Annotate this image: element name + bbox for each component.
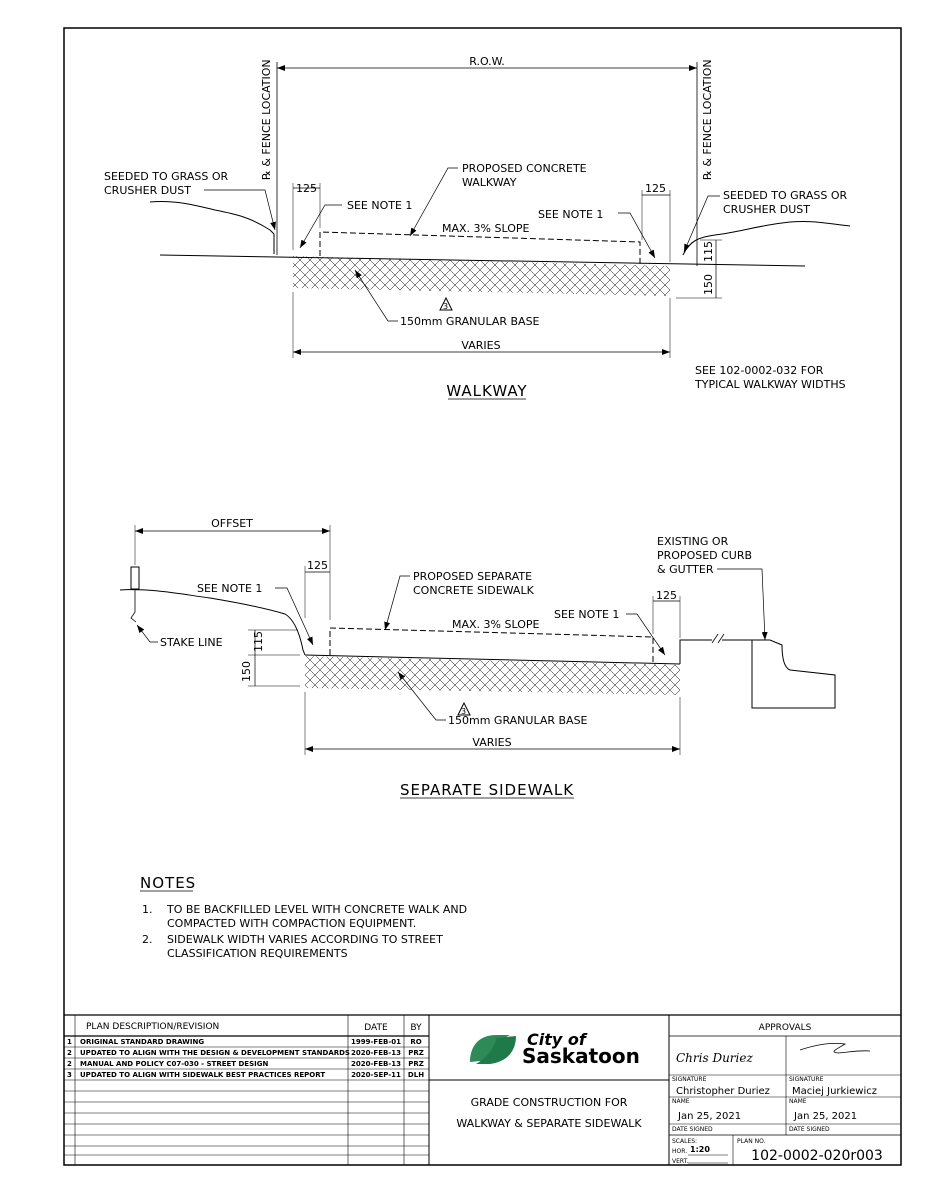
dim-115-sidewalk: 115: [252, 631, 265, 652]
offset-label: OFFSET: [211, 517, 253, 530]
dim-115: 115: [702, 241, 715, 262]
dim-150-sidewalk: 150: [240, 661, 253, 682]
row-label: R.O.W.: [469, 55, 505, 68]
drawing-title-2: WALKWAY & SEPARATE SIDEWALK: [456, 1117, 642, 1130]
note-1-num: 1.: [142, 903, 153, 916]
stake-line-label: STAKE LINE: [160, 636, 223, 649]
dim-125-right: 125: [645, 182, 666, 195]
revision-by: PRZ: [408, 1060, 424, 1068]
seeded-right-2: CRUSHER DUST: [723, 203, 810, 216]
notes-section: NOTES 1. TO BE BACKFILLED LEVEL WITH CON…: [140, 874, 467, 960]
lbl-scales: SCALES:: [672, 1138, 697, 1145]
revision-desc: MANUAL AND POLICY C07-030 - STREET DESIG…: [80, 1060, 268, 1068]
name-1: Christopher Duriez: [676, 1086, 770, 1097]
rev-tag-sidewalk: 3: [461, 707, 466, 716]
lbl-name-2: NAME: [789, 1098, 807, 1105]
sidewalk-section: OFFSET STAKE LINE 125 SEE NOTE 1 PROPOSE…: [119, 517, 836, 799]
revision-no: 2: [67, 1060, 72, 1068]
note-2-num: 2.: [142, 933, 153, 946]
approvals-header: APPROVALS: [759, 1023, 812, 1033]
revision-desc: UPDATED TO ALIGN WITH SIDEWALK BEST PRAC…: [80, 1071, 325, 1079]
sidewalk-title: SEPARATE SIDEWALK: [400, 781, 574, 799]
rev-header-by: BY: [410, 1023, 422, 1033]
max-slope-sidewalk: MAX. 3% SLOPE: [452, 618, 540, 631]
rev-header-desc: PLAN DESCRIPTION/REVISION: [86, 1022, 219, 1032]
fence-label-left: ℞ & FENCE LOCATION: [260, 59, 273, 180]
varies-walkway: VARIES: [461, 339, 500, 352]
revision-rows: 1 ORIGINAL STANDARD DRAWING 1999-FEB-01 RO 2…: [67, 1038, 424, 1079]
revision-no: 3: [67, 1071, 72, 1079]
curb-label-3: & GUTTER: [657, 563, 714, 576]
proposed-walkway-1: PROPOSED CONCRETE: [462, 162, 587, 175]
title-block: PLAN DESCRIPTION/REVISION DATE BY 1 ORIGI…: [64, 1014, 901, 1165]
date-1: Jan 25, 2021: [677, 1111, 741, 1122]
revision-by: PRZ: [408, 1049, 424, 1057]
rev-header-date: DATE: [364, 1023, 388, 1033]
date-2: Jan 25, 2021: [793, 1111, 857, 1122]
see-ref-2: TYPICAL WALKWAY WIDTHS: [694, 378, 846, 391]
lbl-signature-2: SIGNATURE: [789, 1076, 824, 1083]
signature-2-mark: [799, 1042, 871, 1054]
city-logo: [470, 1035, 516, 1064]
lbl-vert: VERT.: [672, 1158, 689, 1165]
fence-label-right: ℞ & FENCE LOCATION: [701, 59, 714, 180]
note-1-line-2: COMPACTED WITH COMPACTION EQUIPMENT.: [167, 917, 416, 930]
see-note-left: SEE NOTE 1: [347, 199, 412, 212]
see-ref-1: SEE 102-0002-032 FOR: [695, 364, 824, 377]
lbl-signature-1: SIGNATURE: [672, 1076, 707, 1083]
proposed-sidewalk-1: PROPOSED SEPARATE: [413, 570, 532, 583]
proposed-walkway-2: WALKWAY: [462, 176, 517, 189]
see-note-right: SEE NOTE 1: [538, 208, 603, 221]
dim-125-right-sidewalk: 125: [656, 589, 677, 602]
revision-date: 1999-FEB-01: [351, 1038, 401, 1046]
lbl-plan-no: PLAN NO.: [737, 1138, 766, 1145]
sheet-border: [63, 27, 902, 1166]
logo-top: City of: [527, 1030, 588, 1049]
revision-date: 2020-FEB-13: [351, 1049, 401, 1057]
notes-heading: NOTES: [140, 874, 196, 892]
name-2: Maciej Jurkiewicz: [792, 1086, 877, 1097]
lbl-date-2: DATE SIGNED: [789, 1126, 830, 1133]
lbl-date-1: DATE SIGNED: [672, 1126, 713, 1133]
walkway-section: R.O.W. ℞ & FENCE LOCATION ℞ & FENCE LOCA…: [104, 55, 851, 400]
revision-by: RO: [410, 1038, 421, 1046]
see-note-left-sidewalk: SEE NOTE 1: [197, 582, 262, 595]
drawing-title-1: GRADE CONSTRUCTION FOR: [471, 1096, 628, 1109]
revision-no: 2: [67, 1049, 72, 1057]
dim-125-left: 125: [296, 182, 317, 195]
logo-bottom: Saskatoon: [522, 1044, 640, 1068]
scale-hor: 1:20: [690, 1145, 710, 1154]
granular-base-walkway: 150mm GRANULAR BASE: [400, 315, 540, 328]
note-2-line-2: CLASSIFICATION REQUIREMENTS: [167, 947, 348, 960]
revision-date: 2020-FEB-13: [351, 1060, 401, 1068]
signature-1: Chris Duriez: [676, 1051, 753, 1065]
revision-date: 2020-SEP-11: [351, 1071, 401, 1079]
revision-desc: ORIGINAL STANDARD DRAWING: [80, 1038, 204, 1046]
plan-number: 102-0002-020r003: [751, 1148, 883, 1164]
varies-sidewalk: VARIES: [472, 736, 511, 749]
lbl-hor: HOR.: [672, 1148, 687, 1155]
max-slope: MAX. 3% SLOPE: [442, 222, 530, 235]
seeded-left-2: CRUSHER DUST: [104, 184, 191, 197]
seeded-left-1: SEEDED TO GRASS OR: [104, 170, 229, 183]
see-note-right-sidewalk: SEE NOTE 1: [554, 608, 619, 621]
proposed-sidewalk-2: CONCRETE SIDEWALK: [413, 584, 535, 597]
lbl-name-1: NAME: [672, 1098, 690, 1105]
granular-base-sidewalk: 150mm GRANULAR BASE: [448, 714, 588, 727]
rev-tag-walkway: 3: [443, 302, 448, 311]
revision-desc: UPDATED TO ALIGN WITH THE DESIGN & DEVEL…: [80, 1049, 350, 1057]
curb-label-2: PROPOSED CURB: [657, 549, 752, 562]
revision-by: DLH: [408, 1071, 424, 1079]
curb-label-1: EXISTING OR: [657, 535, 729, 548]
seeded-right-1: SEEDED TO GRASS OR: [723, 189, 848, 202]
revision-no: 1: [67, 1038, 72, 1046]
walkway-title: WALKWAY: [446, 382, 527, 400]
note-2-line-1: SIDEWALK WIDTH VARIES ACCORDING TO STREE…: [167, 933, 443, 946]
dim-125-left-sidewalk: 125: [307, 559, 328, 572]
note-1-line-1: TO BE BACKFILLED LEVEL WITH CONCRETE WAL…: [166, 903, 467, 916]
dim-150: 150: [702, 274, 715, 295]
